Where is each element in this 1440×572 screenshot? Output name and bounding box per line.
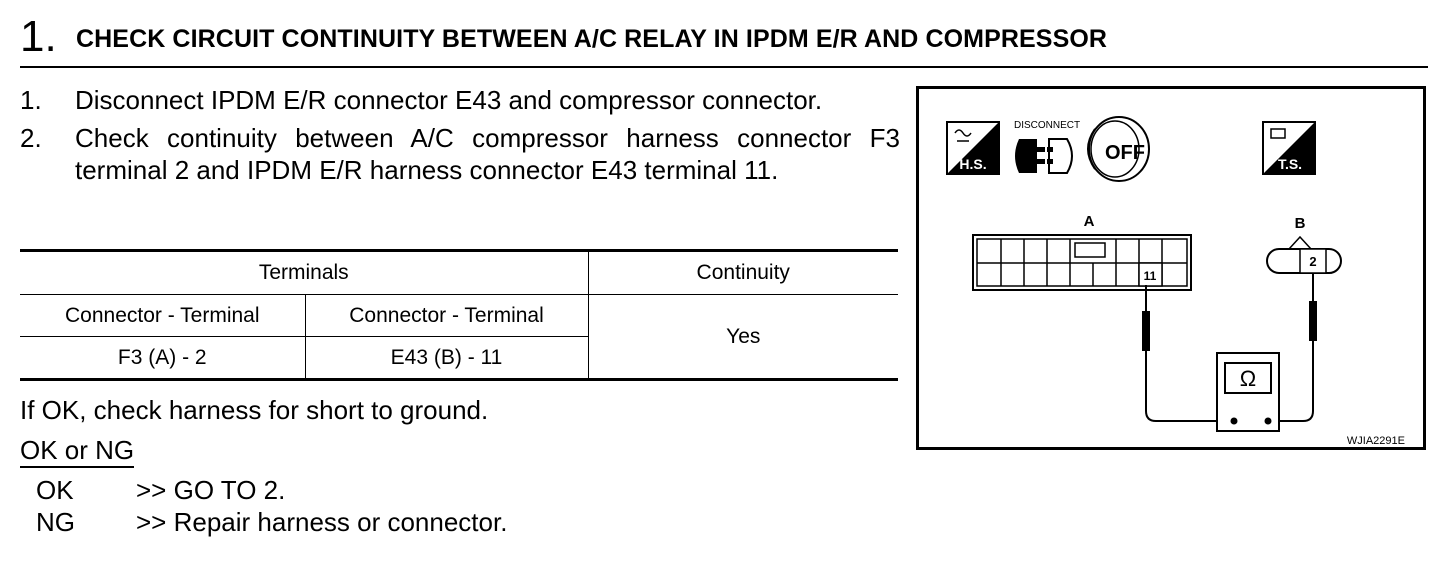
- ohm-symbol: Ω: [1240, 366, 1256, 391]
- instruction-number: 1.: [20, 85, 42, 115]
- branch-key: NG: [36, 507, 75, 537]
- ignition-off-icon: OFF: [1087, 116, 1150, 182]
- step-header: 1. CHECK CIRCUIT CONTINUITY BETWEEN A/C …: [20, 10, 1428, 68]
- instruction-text: Check continuity between A/C compressor …: [75, 123, 900, 185]
- instruction-list: 1. Disconnect IPDM E/R connector E43 and…: [20, 84, 900, 192]
- terminal-a-cell: F3 (A) - 2: [20, 336, 306, 381]
- off-label: OFF: [1105, 142, 1145, 164]
- hs-label: H.S.: [959, 156, 986, 172]
- connector-b-label: B: [1295, 215, 1306, 232]
- continuity-value: Yes: [587, 294, 898, 381]
- table-row: F3 (A) - 2 E43 (B) - 11: [20, 336, 898, 381]
- branch-key: OK: [36, 475, 74, 505]
- branch-action: >> GO TO 2.: [136, 475, 286, 505]
- instruction-item: 2. Check continuity between A/C compress…: [20, 122, 900, 186]
- figure-id: WJIA2291E: [1347, 435, 1405, 447]
- branch-action: >> Repair harness or connector.: [136, 507, 508, 537]
- branch-ng: NG >> Repair harness or connector.: [36, 506, 507, 538]
- probe-b: [1309, 273, 1317, 341]
- terminal-b-cell: E43 (B) - 11: [304, 336, 588, 381]
- connector-b: 2: [1266, 235, 1342, 274]
- continuity-header: Continuity: [587, 249, 898, 295]
- continuity-table: Terminals Continuity Connector - Termina…: [20, 249, 898, 381]
- disconnect-label: DISCONNECT: [1014, 120, 1080, 131]
- terminal-a-number: 11: [1144, 269, 1157, 283]
- wiring-diagram: H.S. DISCONNECT OFF T.S. A: [946, 116, 1405, 447]
- connector-terminal-header: Connector - Terminal: [20, 294, 306, 337]
- instruction-number: 2.: [20, 123, 42, 153]
- probe-a: [1142, 285, 1150, 351]
- terminals-header: Terminals: [20, 249, 589, 295]
- result-note: If OK, check harness for short to ground…: [20, 395, 489, 425]
- connector-a-label: A: [1084, 213, 1095, 230]
- wire-a: [1145, 351, 1234, 422]
- step-title: CHECK CIRCUIT CONTINUITY BETWEEN A/C REL…: [76, 25, 1108, 53]
- table-subheader-row: Connector - Terminal Connector - Termina…: [20, 294, 898, 381]
- disconnect-icon: DISCONNECT: [1014, 120, 1080, 174]
- connector-a: 11: [972, 234, 1192, 291]
- tester-icon: T.S.: [1262, 121, 1316, 175]
- terminal-b-number: 2: [1309, 254, 1316, 269]
- instruction-item: 1. Disconnect IPDM E/R connector E43 and…: [20, 84, 900, 116]
- branch-ok: OK >> GO TO 2.: [36, 474, 285, 506]
- connector-terminal-header: Connector - Terminal: [304, 294, 589, 337]
- table-header-row: Terminals Continuity: [20, 249, 898, 295]
- ohmmeter: Ω: [1216, 352, 1280, 432]
- wiring-figure: H.S. DISCONNECT OFF T.S. A: [916, 86, 1426, 450]
- instruction-text: Disconnect IPDM E/R connector E43 and co…: [75, 85, 823, 115]
- wire-b: [1269, 341, 1314, 422]
- decision-prompt: OK or NG: [20, 434, 135, 468]
- step-number: 1.: [20, 12, 57, 61]
- ts-label: T.S.: [1278, 156, 1302, 172]
- hand-tool-icon: H.S.: [946, 121, 1000, 175]
